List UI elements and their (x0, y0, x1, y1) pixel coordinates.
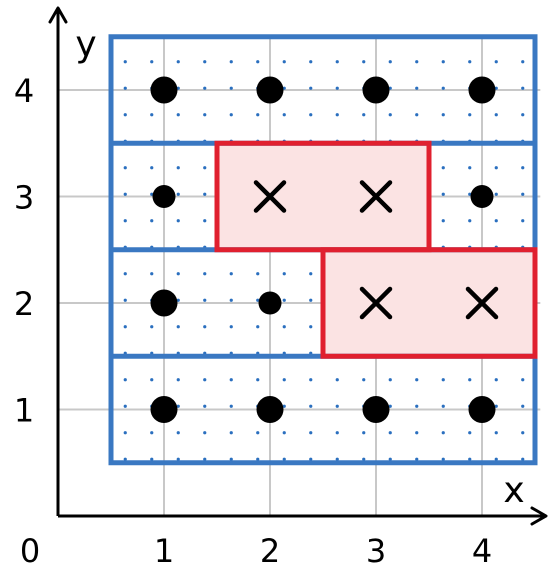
x-axis-label: x (503, 470, 524, 511)
x-tick-label: 4 (472, 532, 492, 570)
cross-marker (359, 180, 393, 213)
cross-marker (253, 180, 287, 213)
y-tick-label: 4 (14, 72, 34, 110)
cross-marker (465, 286, 499, 320)
y-tick-label: 2 (14, 285, 34, 323)
y-axis-label: y (75, 24, 96, 65)
x-tick-label: 1 (154, 532, 174, 570)
red-cell-fill-2 (323, 249, 535, 357)
dot-marker (258, 291, 282, 315)
dot-marker (150, 289, 178, 317)
dot-marker (152, 185, 176, 208)
dot-marker (256, 76, 284, 104)
cross-marker (359, 286, 393, 320)
dot-marker (362, 76, 390, 104)
red-cell-fill-1 (217, 143, 429, 250)
markers (150, 76, 499, 423)
regions (108, 34, 538, 466)
red-cell-border-2 (320, 247, 538, 359)
dot-marker (150, 396, 178, 423)
x-tick-label: 2 (260, 532, 280, 570)
origin-label: 0 (20, 532, 40, 570)
tick-labels: 1 2 3 4 1 2 3 4 (14, 72, 492, 570)
axes: x y 0 (20, 6, 548, 570)
dot-marker (150, 76, 178, 104)
x-tick-label: 3 (366, 532, 386, 570)
dot-marker (468, 396, 496, 423)
dot-marker (470, 185, 494, 208)
y-tick-label: 1 (14, 392, 34, 430)
dot-marker (468, 76, 496, 104)
dot-marker (256, 396, 284, 423)
y-tick-label: 3 (14, 179, 34, 217)
dot-marker (362, 396, 390, 423)
